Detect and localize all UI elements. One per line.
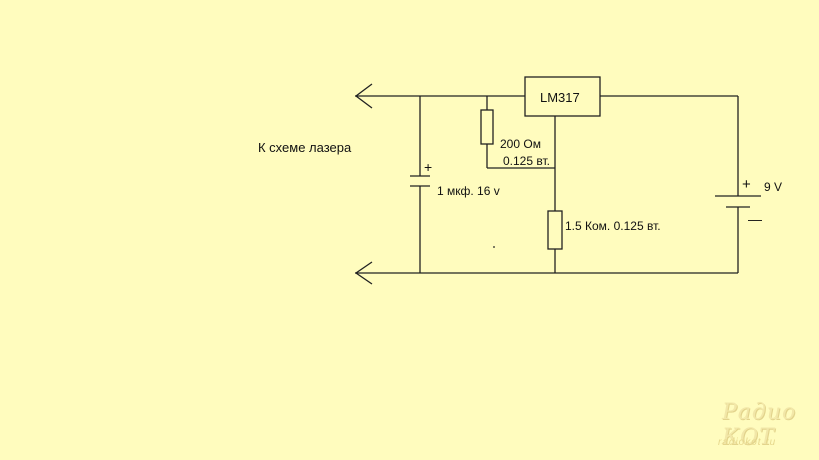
- regulator-label: LM317: [540, 90, 580, 105]
- r1-power-label: 0.125 вт.: [503, 154, 550, 168]
- battery-plus: +: [742, 176, 751, 193]
- capacitor-polarity: +: [424, 159, 433, 175]
- output-arrow-bottom: [354, 261, 373, 285]
- watermark-logo: Радио КОТ: [722, 400, 797, 450]
- watermark-url: radiokot.ru: [718, 437, 777, 448]
- battery-label: 9 V: [764, 180, 783, 194]
- r1-value-label: 200 Ом: [500, 137, 541, 151]
- resistor-r1: [480, 109, 494, 145]
- output-arrow-top: [354, 83, 373, 109]
- capacitor-label: 1 мкф. 16 v: [437, 184, 500, 198]
- lm317-block: [524, 76, 601, 117]
- junction-dot: [493, 246, 495, 248]
- r2-label: 1.5 Ком. 0.125 вт.: [565, 219, 661, 233]
- resistor-r2: [547, 210, 563, 250]
- output-label: К схеме лазера: [258, 140, 352, 155]
- battery-minus: —: [748, 211, 762, 227]
